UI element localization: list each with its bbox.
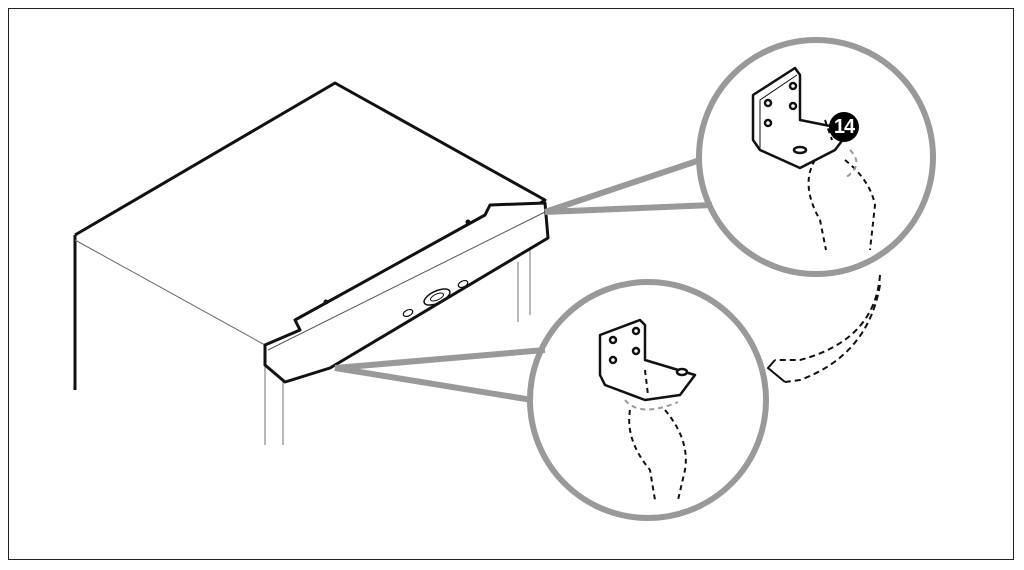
figure-frame [8,8,1014,560]
hand-top [807,119,877,251]
hand-bottom [624,369,687,501]
step-number-badge: 14 [829,112,859,142]
rotation-arrow [766,274,881,383]
refrigerator [73,81,550,445]
bracket-bottom [598,318,697,402]
callout-top [544,37,936,277]
